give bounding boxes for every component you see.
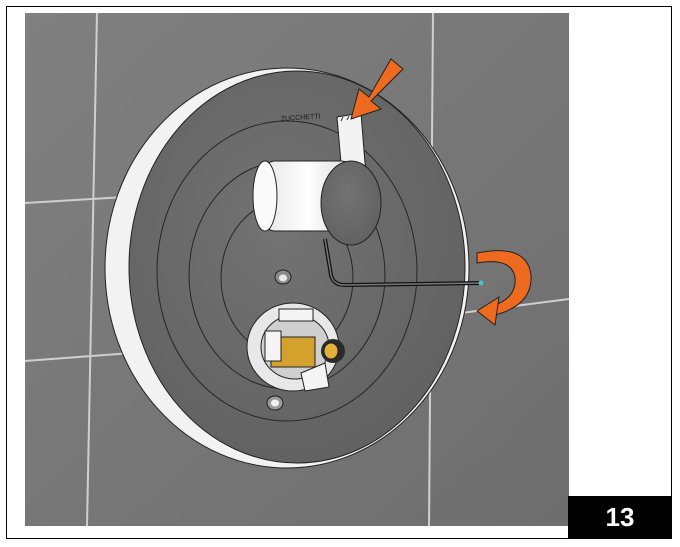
push-arrow-icon — [350, 58, 404, 120]
step-number-badge: 13 — [568, 496, 672, 539]
diverter-cartridge — [246, 302, 345, 392]
lower-screw — [266, 395, 284, 411]
brand-text: ZUCCHETTI — [281, 113, 321, 123]
upper-screw-hole — [274, 269, 292, 285]
cover-plate — [128, 70, 466, 464]
installation-illustration: ZUCCHETTI — [25, 13, 569, 526]
mixer-handle — [252, 160, 382, 246]
rotate-arrow-icon — [476, 250, 532, 326]
